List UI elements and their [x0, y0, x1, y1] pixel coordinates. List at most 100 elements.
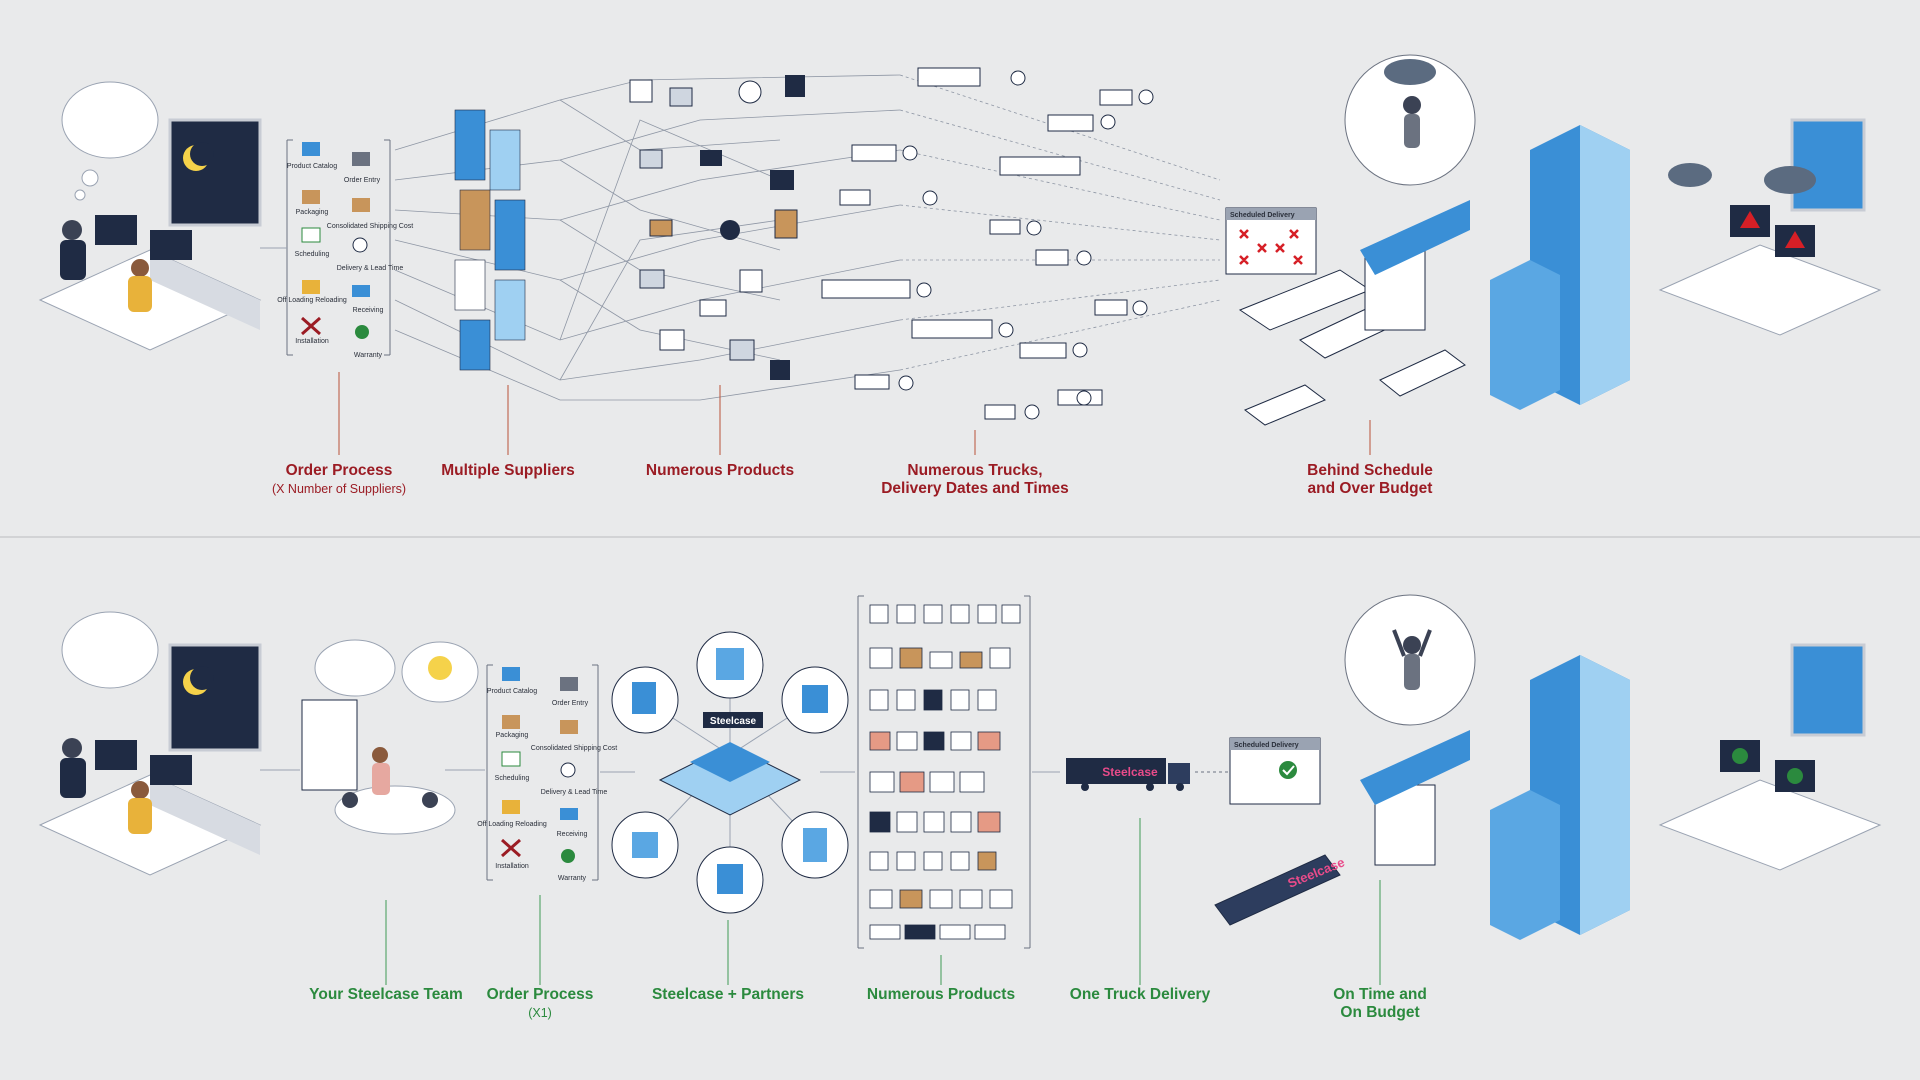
products-scatter	[629, 75, 805, 380]
label-on-time-budget: On Time and On Budget	[1333, 986, 1427, 1022]
clock-icon	[352, 237, 368, 253]
label-one-truck-delivery: One Truck Delivery	[1069, 986, 1211, 1003]
alert-icon	[1785, 231, 1805, 248]
step-off-loading: Off Loading Reloading	[277, 297, 347, 304]
label-order-process: Order Process (X Number of Suppliers)	[272, 462, 406, 498]
label-numerous-products: Numerous Products	[866, 986, 1016, 1003]
label-order-process-text: Order Process	[285, 462, 393, 479]
happy-office-scene	[1658, 643, 1882, 871]
calendar-thought-bubble	[314, 639, 396, 697]
stressed-office-scene	[1658, 118, 1882, 336]
check-icon	[1732, 748, 1748, 764]
label-order-process-x1: Order Process (X1)	[487, 986, 594, 1022]
whiteboard	[301, 699, 358, 791]
label-trucks-line1: Numerous Trucks,	[907, 462, 1043, 479]
delivery-traffic-jam	[1238, 54, 1476, 426]
calendar-icon	[501, 751, 521, 767]
catalog-icon	[302, 142, 320, 156]
step-product-catalog: Product Catalog	[287, 163, 337, 170]
step-warranty: Warranty	[354, 352, 383, 359]
delivery-trucks-fleet	[821, 67, 1154, 420]
step-off-loading: Off Loading Reloading	[477, 821, 547, 828]
calendar-title: Scheduled Delivery	[1234, 742, 1299, 749]
clock-icon	[560, 762, 576, 778]
check-icon	[1787, 768, 1803, 784]
boxes-icon	[560, 720, 578, 734]
on-time-calendar: Scheduled Delivery	[1229, 737, 1321, 805]
label-behind-schedule: Behind Schedule and Over Budget	[1307, 462, 1433, 498]
step-order-entry: Order Entry	[344, 177, 381, 184]
step-scheduling: Scheduling	[295, 251, 330, 258]
label-multiple-suppliers: Multiple Suppliers	[441, 462, 575, 479]
label-steelcase-partners: Steelcase + Partners	[651, 986, 805, 1003]
label-order-process-sub: (X Number of Suppliers)	[271, 482, 407, 496]
products-grid	[857, 595, 1060, 949]
box-icon	[302, 190, 320, 204]
step-shipping-cost: Consolidated Shipping Cost	[531, 745, 617, 752]
label-outcome-line1: On Time and	[1333, 986, 1427, 1003]
ribbon-icon	[355, 325, 369, 339]
label-numerous-products: Numerous Products	[645, 462, 795, 479]
step-delivery-lead-time: Delivery & Lead Time	[337, 265, 404, 272]
missed-day-marks	[1239, 229, 1303, 265]
boxes-icon	[352, 198, 370, 212]
forklift-icon	[502, 800, 520, 814]
missed-delivery-calendar: Scheduled Delivery	[1225, 207, 1317, 275]
label-trucks-line2: Delivery Dates and Times	[881, 480, 1069, 497]
step-receiving: Receiving	[557, 831, 588, 838]
tools-icon	[501, 838, 521, 858]
office-tower	[1490, 125, 1630, 410]
label-leaders	[385, 818, 1381, 985]
label-outcome-line1: Behind Schedule	[1307, 462, 1433, 479]
current-process-panel: Product Catalog Order Entry Packaging Co…	[0, 0, 1920, 536]
step-packaging: Packaging	[496, 732, 529, 739]
catalog-icon	[502, 667, 520, 681]
successful-delivery-scene: Steelcase	[1214, 594, 1476, 926]
steelcase-process-panel: Product Catalog Order Entry Packaging Co…	[0, 538, 1920, 1080]
section-divider	[0, 536, 1920, 538]
label-order-process-sub: (X1)	[528, 1006, 552, 1020]
lightbulb-icon	[428, 656, 452, 680]
cart-icon	[560, 677, 578, 691]
steelcase-sign	[703, 712, 763, 728]
thought-bubble	[61, 611, 159, 689]
alert-icon	[1740, 211, 1760, 228]
step-warranty: Warranty	[558, 875, 587, 882]
storm-cloud-icon	[1384, 59, 1436, 85]
cart-icon	[352, 152, 370, 166]
check-icon	[1279, 761, 1297, 779]
forklift-icon	[302, 280, 320, 294]
steelcase-truck: Steelcase	[1066, 758, 1228, 791]
storm-cloud-icon	[1764, 166, 1816, 194]
order-process-checklist: Product Catalog Order Entry Packaging Co…	[260, 139, 413, 359]
label-steelcase-team: Your Steelcase Team	[309, 986, 463, 1003]
step-delivery-lead-time: Delivery & Lead Time	[541, 789, 608, 796]
label-numerous-trucks: Numerous Trucks, Delivery Dates and Time…	[881, 462, 1069, 498]
step-order-entry: Order Entry	[552, 700, 589, 707]
team-meeting-scene	[260, 639, 485, 835]
tools-icon	[301, 316, 321, 336]
step-installation: Installation	[495, 863, 529, 870]
office-tower	[1490, 655, 1630, 940]
thought-bubble	[61, 81, 159, 159]
label-order-process-text: Order Process	[486, 986, 594, 1003]
night-window	[168, 118, 262, 227]
office-workers-scene	[38, 81, 262, 351]
truck-icon	[560, 808, 578, 820]
steelcase-process-illustration: Product Catalog Order Entry Packaging Co…	[38, 594, 1882, 985]
steelcase-partners-hub: Steelcase	[611, 631, 855, 914]
step-scheduling: Scheduling	[495, 775, 530, 782]
supplier-buildings	[454, 109, 526, 371]
calendar-title: Scheduled Delivery	[1230, 212, 1295, 219]
step-shipping-cost: Consolidated Shipping Cost	[327, 223, 413, 230]
truck-icon	[352, 285, 370, 297]
step-product-catalog: Product Catalog	[487, 688, 537, 695]
order-process-checklist: Product Catalog Order Entry Packaging Co…	[477, 664, 635, 882]
calendar-icon	[301, 227, 321, 243]
label-leaders	[338, 372, 1371, 455]
box-icon	[502, 715, 520, 729]
label-outcome-line2: and Over Budget	[1307, 480, 1433, 497]
step-installation: Installation	[295, 338, 329, 345]
current-process-illustration: Product Catalog Order Entry Packaging Co…	[38, 54, 1882, 455]
step-receiving: Receiving	[353, 307, 384, 314]
